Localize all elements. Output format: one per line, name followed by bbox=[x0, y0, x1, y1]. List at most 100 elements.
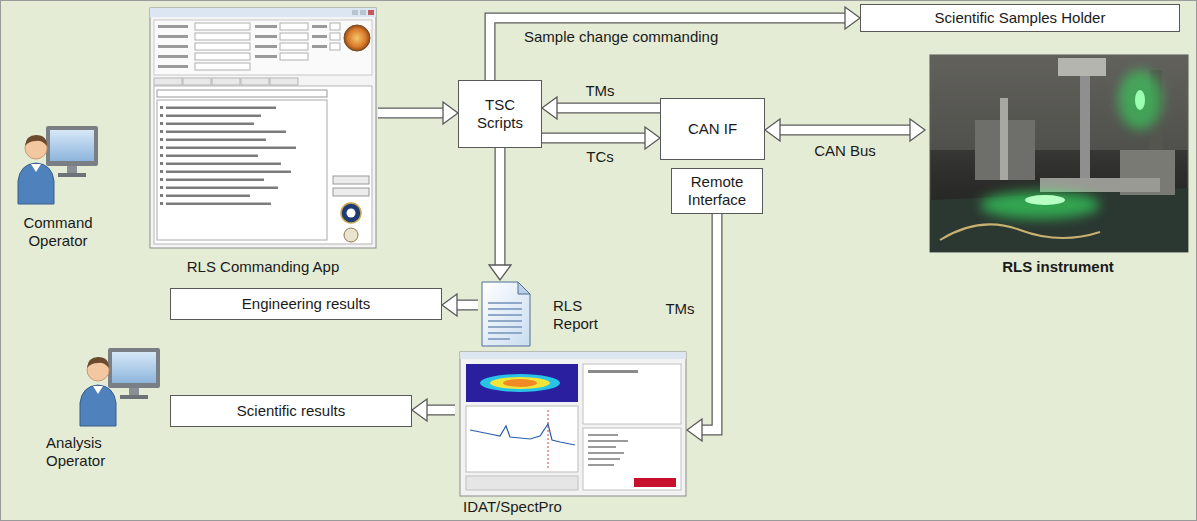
app-screenshot bbox=[212, 78, 240, 85]
app-screenshot bbox=[347, 209, 356, 218]
report-figure: RLS Report bbox=[478, 280, 608, 350]
tool-figure: IDAT/SpectPro bbox=[455, 352, 687, 516]
block-arrow bbox=[687, 214, 717, 441]
report-icon bbox=[488, 332, 522, 334]
app-screenshot bbox=[255, 55, 277, 58]
tool-screenshot bbox=[588, 452, 624, 454]
instrument-photo bbox=[980, 191, 1100, 219]
node-label: TSC Scripts bbox=[470, 96, 530, 132]
block-arrow bbox=[378, 102, 458, 124]
arrow-outline bbox=[556, 103, 660, 114]
app-screenshot bbox=[158, 45, 188, 48]
app-screenshot bbox=[158, 25, 188, 28]
app-screenshot bbox=[195, 23, 250, 30]
app-screenshot bbox=[312, 35, 327, 38]
tool-screenshot bbox=[588, 446, 616, 448]
arrow-body bbox=[556, 104, 660, 113]
connector-label: Sample change commanding bbox=[522, 28, 720, 46]
app-screenshot bbox=[241, 78, 269, 85]
report-icon bbox=[488, 326, 522, 328]
component-box: Scientific Samples Holder bbox=[860, 4, 1180, 32]
report-icon bbox=[488, 302, 522, 340]
app-screenshot bbox=[183, 78, 211, 85]
arrow-head bbox=[645, 127, 660, 149]
block-arrow bbox=[490, 7, 860, 80]
app-screenshot bbox=[352, 10, 358, 15]
app-screenshot bbox=[360, 10, 366, 15]
app-screenshot bbox=[150, 8, 376, 248]
arrow-outline bbox=[456, 300, 478, 311]
arrow-outline bbox=[701, 214, 717, 430]
tool-screenshot bbox=[588, 440, 628, 442]
tool-screenshot bbox=[503, 379, 537, 387]
app-screenshot bbox=[160, 106, 163, 109]
app-screenshot bbox=[160, 194, 163, 197]
instrument-photo bbox=[930, 55, 1188, 150]
arrow-outline bbox=[378, 108, 444, 119]
app-screenshot bbox=[280, 33, 308, 40]
operator-icon bbox=[18, 126, 98, 204]
arrow-head bbox=[443, 102, 458, 124]
app-screenshot bbox=[150, 8, 376, 17]
app-screenshot bbox=[158, 55, 188, 58]
process-box: TSC Scripts bbox=[458, 80, 542, 148]
app-screenshot bbox=[333, 176, 369, 184]
app-screenshot bbox=[270, 78, 298, 85]
app-screenshot bbox=[280, 43, 308, 50]
tool-screenshot bbox=[583, 364, 681, 424]
app-screenshot bbox=[154, 20, 372, 75]
arrow-outline bbox=[495, 148, 506, 266]
app-screenshot bbox=[160, 146, 163, 149]
arrow-head bbox=[542, 97, 557, 119]
arrow-body bbox=[490, 18, 846, 80]
arrow-head bbox=[765, 119, 780, 141]
instrument-photo bbox=[1135, 90, 1145, 110]
arrow-body bbox=[496, 148, 505, 266]
node-label: RLS Commanding App bbox=[187, 258, 340, 276]
node-label: IDAT/SpectPro bbox=[463, 498, 562, 516]
tool-screenshot bbox=[466, 406, 578, 472]
report-icon bbox=[488, 302, 522, 304]
arrow-body bbox=[456, 301, 478, 310]
app-screenshot bbox=[160, 170, 163, 173]
app-screenshot bbox=[166, 195, 250, 198]
instrument-photo bbox=[1058, 58, 1106, 76]
report-icon bbox=[488, 320, 522, 322]
report-icon bbox=[488, 338, 510, 340]
app-screenshot bbox=[195, 53, 250, 60]
report-icon bbox=[488, 314, 522, 316]
tool-screenshot bbox=[460, 352, 686, 496]
app-screenshot bbox=[368, 10, 374, 15]
app-screenshot bbox=[157, 90, 327, 97]
result-box: Scientific results bbox=[170, 395, 412, 427]
arrow-outline bbox=[542, 133, 646, 144]
app-screenshot bbox=[160, 154, 163, 157]
app-screenshot bbox=[166, 171, 291, 174]
app-screenshot bbox=[195, 33, 250, 40]
connector-label: TMs bbox=[663, 300, 696, 318]
instrument-photo bbox=[1118, 70, 1162, 130]
app-screenshot bbox=[333, 188, 369, 196]
app-screenshot bbox=[154, 78, 182, 85]
app-screenshot bbox=[160, 106, 296, 205]
node-label: Engineering results bbox=[242, 295, 370, 313]
arrow-outline bbox=[426, 405, 455, 416]
app-screenshot bbox=[160, 186, 163, 189]
app-screenshot bbox=[195, 63, 250, 70]
app-screenshot bbox=[255, 25, 277, 28]
app-screenshot bbox=[166, 123, 254, 126]
arrow-head bbox=[910, 119, 925, 141]
tool-screenshot bbox=[588, 464, 614, 466]
instrument-photo bbox=[930, 55, 1188, 252]
app-screenshot bbox=[158, 35, 188, 38]
tool-screenshot bbox=[470, 424, 575, 445]
arrow-head bbox=[412, 399, 427, 421]
app-screenshot bbox=[154, 86, 372, 244]
app-screenshot bbox=[166, 203, 271, 206]
arrow-body bbox=[779, 126, 911, 135]
app-screenshot bbox=[160, 138, 163, 141]
app-screenshot bbox=[255, 45, 277, 48]
app-screenshot bbox=[341, 203, 361, 223]
